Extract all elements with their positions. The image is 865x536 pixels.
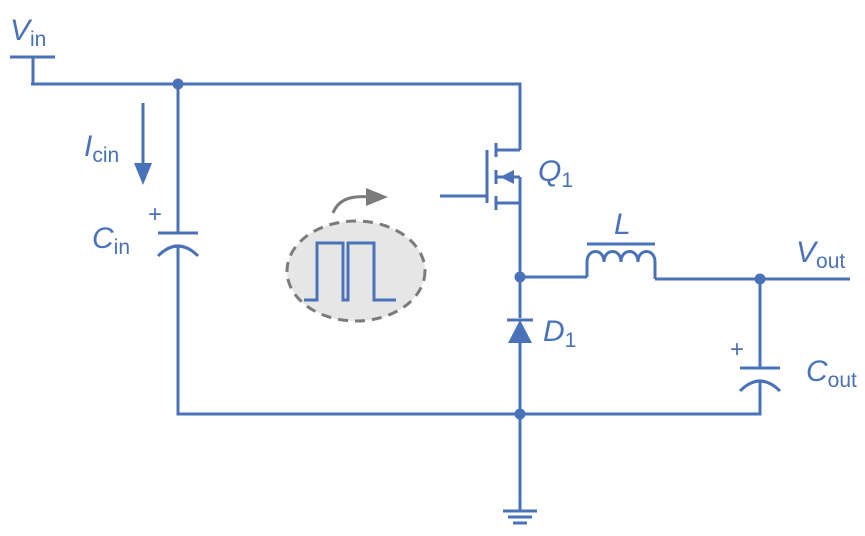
top-rail-wire [31,82,522,150]
cin-polarity-plus: + [148,201,162,228]
inductor-label: L [614,208,631,241]
cin-label: Cin [92,222,130,259]
vin-terminal [10,55,55,84]
diode-icon [507,277,533,414]
q1-label: Q1 [538,155,573,192]
cout-polarity-plus: + [730,336,744,363]
cout-label: Cout [806,355,857,392]
vin-label: Vin [10,14,46,51]
cin-capacitor [156,231,200,280]
icin-label: Icin [84,130,119,167]
cout-capacitor [520,279,782,416]
inductor-icon [585,242,657,279]
cin-bottom-wire [176,248,520,416]
d1-label: D1 [543,315,576,352]
pwm-signal-icon [285,188,427,323]
vout-label: Vout [796,236,845,273]
ground-icon [503,414,537,525]
top-junction-node [172,78,184,90]
mosfet-q1-icon [440,143,522,277]
current-arrow-icon [134,103,152,185]
